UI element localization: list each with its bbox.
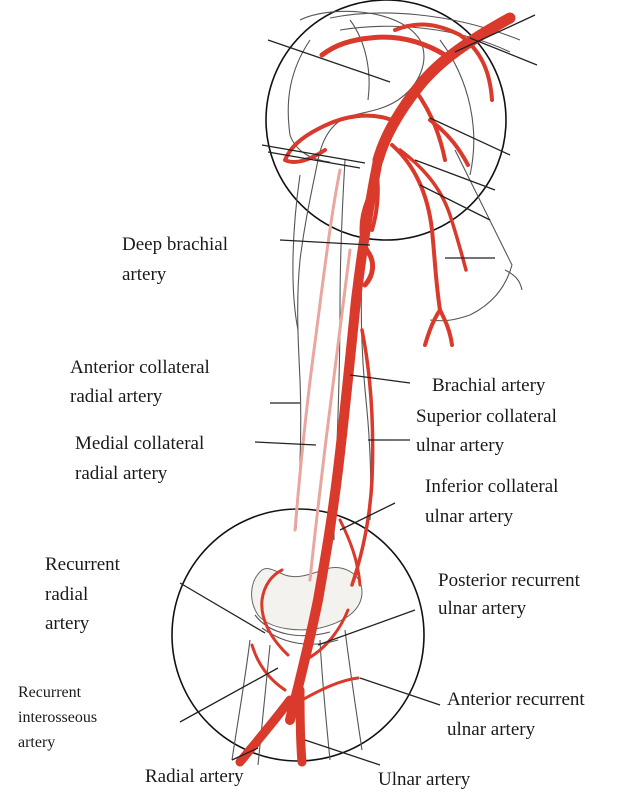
- label-recurrent-radial-artery: Recurrent radial artery: [45, 554, 125, 634]
- label-brachial-artery: Brachial artery: [432, 375, 546, 396]
- leader-ulnar: [305, 740, 380, 765]
- label-anterior-collateral-radial-artery: Anterior collateral radial artery: [70, 357, 215, 407]
- thoracic-branch: [392, 145, 452, 345]
- pectoral-outline: [440, 40, 512, 315]
- label-posterior-recurrent-ulnar-artery: Posterior recurrent ulnar artery: [438, 570, 585, 619]
- subscapular-branch: [415, 90, 468, 165]
- label-recurrent-interosseous-artery: Recurrent interosseous artery: [18, 684, 101, 751]
- label-ulnar-artery: Ulnar artery: [378, 769, 471, 790]
- label-deep-brachial-artery: Deep brachial artery: [122, 234, 233, 285]
- torso-outline: [430, 270, 522, 321]
- humerus-condyles: [252, 567, 362, 629]
- recurrent-interosseous-vessel: [252, 645, 285, 690]
- label-superior-collateral-ulnar-artery: Superior collateral ulnar artery: [416, 406, 562, 456]
- label-radial-artery: Radial artery: [145, 766, 244, 787]
- leader-shoulder-1: [268, 40, 390, 82]
- leader-anterior-recurrent-ulnar: [360, 678, 440, 705]
- anterior-recurrent-ulnar-vessel: [302, 678, 358, 700]
- humeral-head-outline: [300, 11, 424, 160]
- leader-brachial: [350, 375, 410, 383]
- label-anterior-recurrent-ulnar-artery: Anterior recurrent ulnar artery: [447, 689, 589, 740]
- leader-medial-collateral-radial: [255, 442, 316, 445]
- thoracoacromial-branch: [322, 37, 445, 55]
- label-medial-collateral-radial-artery: Medial collateral radial artery: [75, 433, 209, 484]
- label-inferior-collateral-ulnar-artery: Inferior collateral ulnar artery: [425, 476, 563, 527]
- ulna-outline: [320, 630, 362, 760]
